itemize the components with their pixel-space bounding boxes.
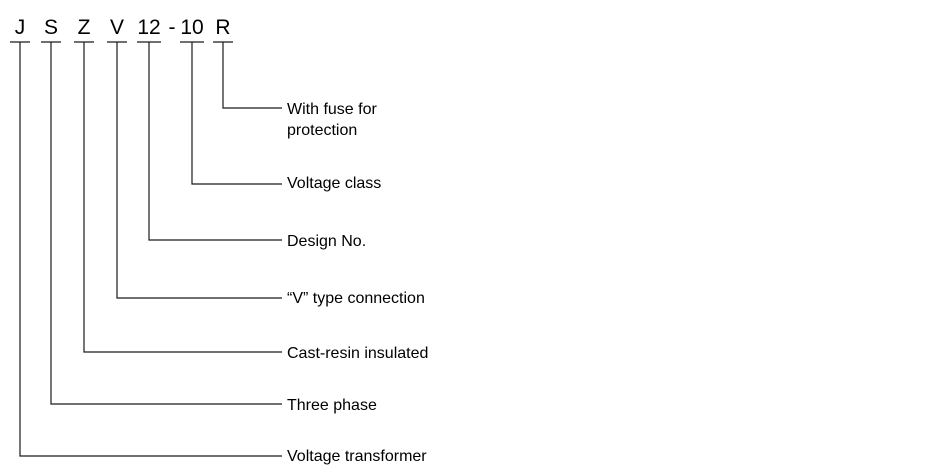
leader-z	[83, 42, 282, 353]
desc-s: Three phase	[287, 397, 377, 414]
desc-12: Design No.	[287, 233, 366, 250]
code-row: J S Z V 12 - 10 R	[15, 16, 231, 39]
desc-r-line2: protection	[287, 122, 357, 139]
code-char-12: 12	[137, 16, 160, 39]
code-char-v: V	[110, 16, 124, 39]
descriptions: With fuse for protection Voltage class D…	[287, 101, 428, 465]
desc-z: Cast-resin insulated	[287, 345, 428, 362]
leader-12	[148, 42, 282, 241]
code-char-r: R	[215, 16, 230, 39]
leader-v	[116, 42, 282, 299]
leader-lines	[19, 42, 282, 457]
code-char-j: J	[15, 16, 26, 39]
leader-r	[222, 42, 282, 109]
desc-r-line1: With fuse for	[287, 101, 377, 118]
desc-10: Voltage class	[287, 175, 381, 192]
code-char-s: S	[44, 16, 58, 39]
leader-s	[50, 42, 282, 405]
code-char-z: Z	[78, 16, 91, 39]
code-char-10: 10	[180, 16, 203, 39]
leader-10	[191, 42, 282, 185]
leader-j	[19, 42, 282, 457]
code-separator: -	[169, 16, 176, 39]
desc-v: “V” type connection	[287, 290, 425, 307]
desc-j: Voltage transformer	[287, 448, 427, 465]
